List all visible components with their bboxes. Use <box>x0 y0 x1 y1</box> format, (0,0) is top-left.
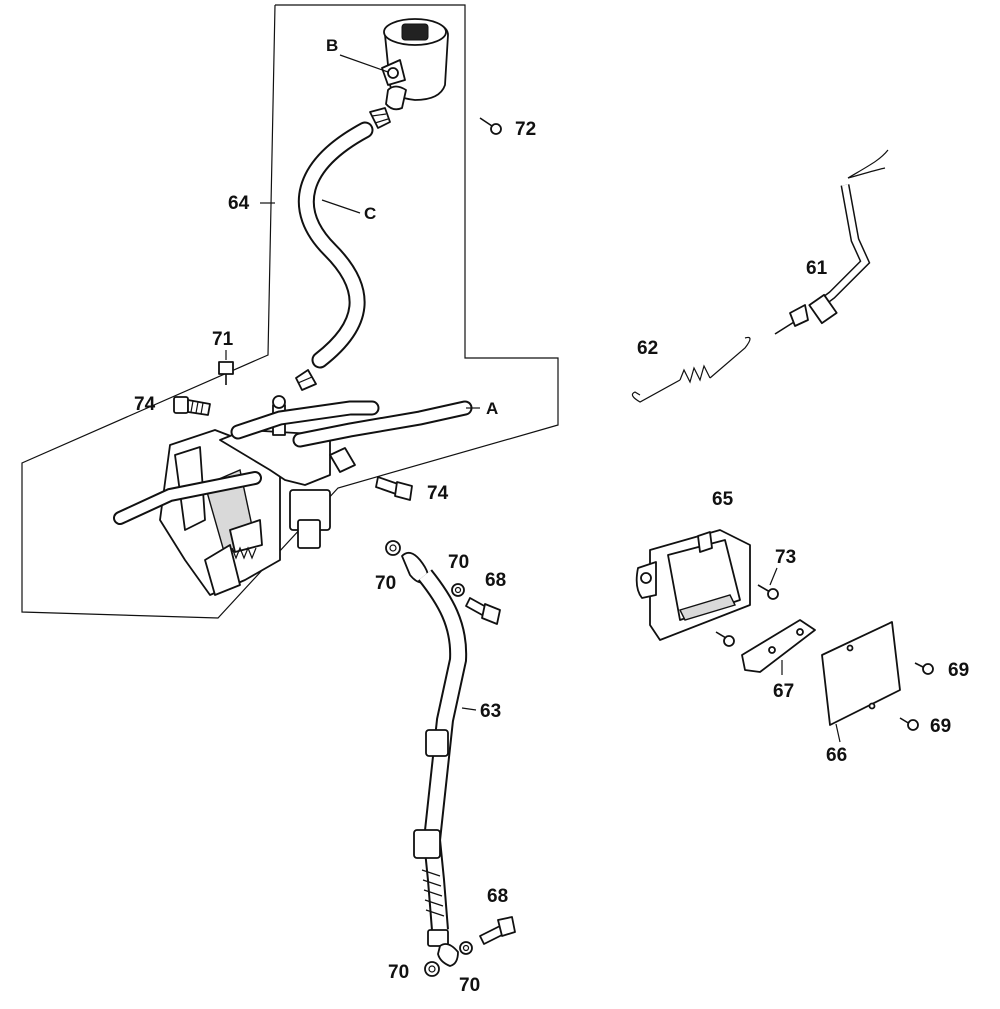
bolt-74-right-icon <box>375 476 413 501</box>
label-61: 61 <box>806 258 828 279</box>
label-65: 65 <box>712 489 734 510</box>
brake-hose-63 <box>385 540 477 947</box>
hose-clamp-upper <box>369 107 391 129</box>
label-63: 63 <box>480 701 501 722</box>
label-69-lower: 69 <box>930 716 951 737</box>
label-62: 62 <box>637 338 658 359</box>
label-69-upper: 69 <box>948 660 969 681</box>
label-72: 72 <box>515 119 536 140</box>
bolt-71-icon <box>218 350 234 385</box>
assembly-64-boundary <box>21 4 559 619</box>
label-a: A <box>486 399 498 418</box>
hose-clamp-lower <box>295 369 317 391</box>
washer-70-upper-icon <box>451 583 465 597</box>
label-70-upper-right: 70 <box>448 552 469 573</box>
label-c: C <box>364 204 376 223</box>
label-70-lower-left: 70 <box>388 962 409 983</box>
fitting-lower <box>437 943 459 967</box>
label-70-upper-left: 70 <box>375 573 396 594</box>
label-68-upper: 68 <box>485 570 506 591</box>
screw-73-icon <box>715 567 779 647</box>
screw-69-upper-icon <box>914 662 934 675</box>
label-64: 64 <box>228 193 250 214</box>
washer-70-lower-left-icon <box>424 961 440 977</box>
label-b: B <box>326 36 338 55</box>
label-73: 73 <box>775 547 796 568</box>
label-70-lower-right: 70 <box>459 975 480 996</box>
reservoir-tank <box>339 18 449 111</box>
sensor-61 <box>774 149 889 335</box>
screw-72-icon <box>479 117 502 135</box>
cover-plate-66 <box>821 621 901 743</box>
bolt-68-lower-icon <box>479 916 516 945</box>
washer-70-lower-right-icon <box>459 941 473 955</box>
spring-62 <box>631 336 751 403</box>
label-74-right: 74 <box>427 483 449 504</box>
label-74-left: 74 <box>134 394 156 415</box>
label-68-lower: 68 <box>487 886 508 907</box>
master-cylinder-assembly <box>113 395 480 596</box>
clamp-plate-67 <box>741 619 816 675</box>
label-71: 71 <box>212 329 234 350</box>
reservoir-hose <box>298 121 374 369</box>
bracket-65 <box>635 529 751 641</box>
label-66: 66 <box>826 745 847 766</box>
label-67: 67 <box>773 681 794 702</box>
bolt-68-upper-icon <box>465 597 501 625</box>
bolt-74-left-icon <box>173 396 211 416</box>
screw-69-lower-icon <box>899 717 919 731</box>
